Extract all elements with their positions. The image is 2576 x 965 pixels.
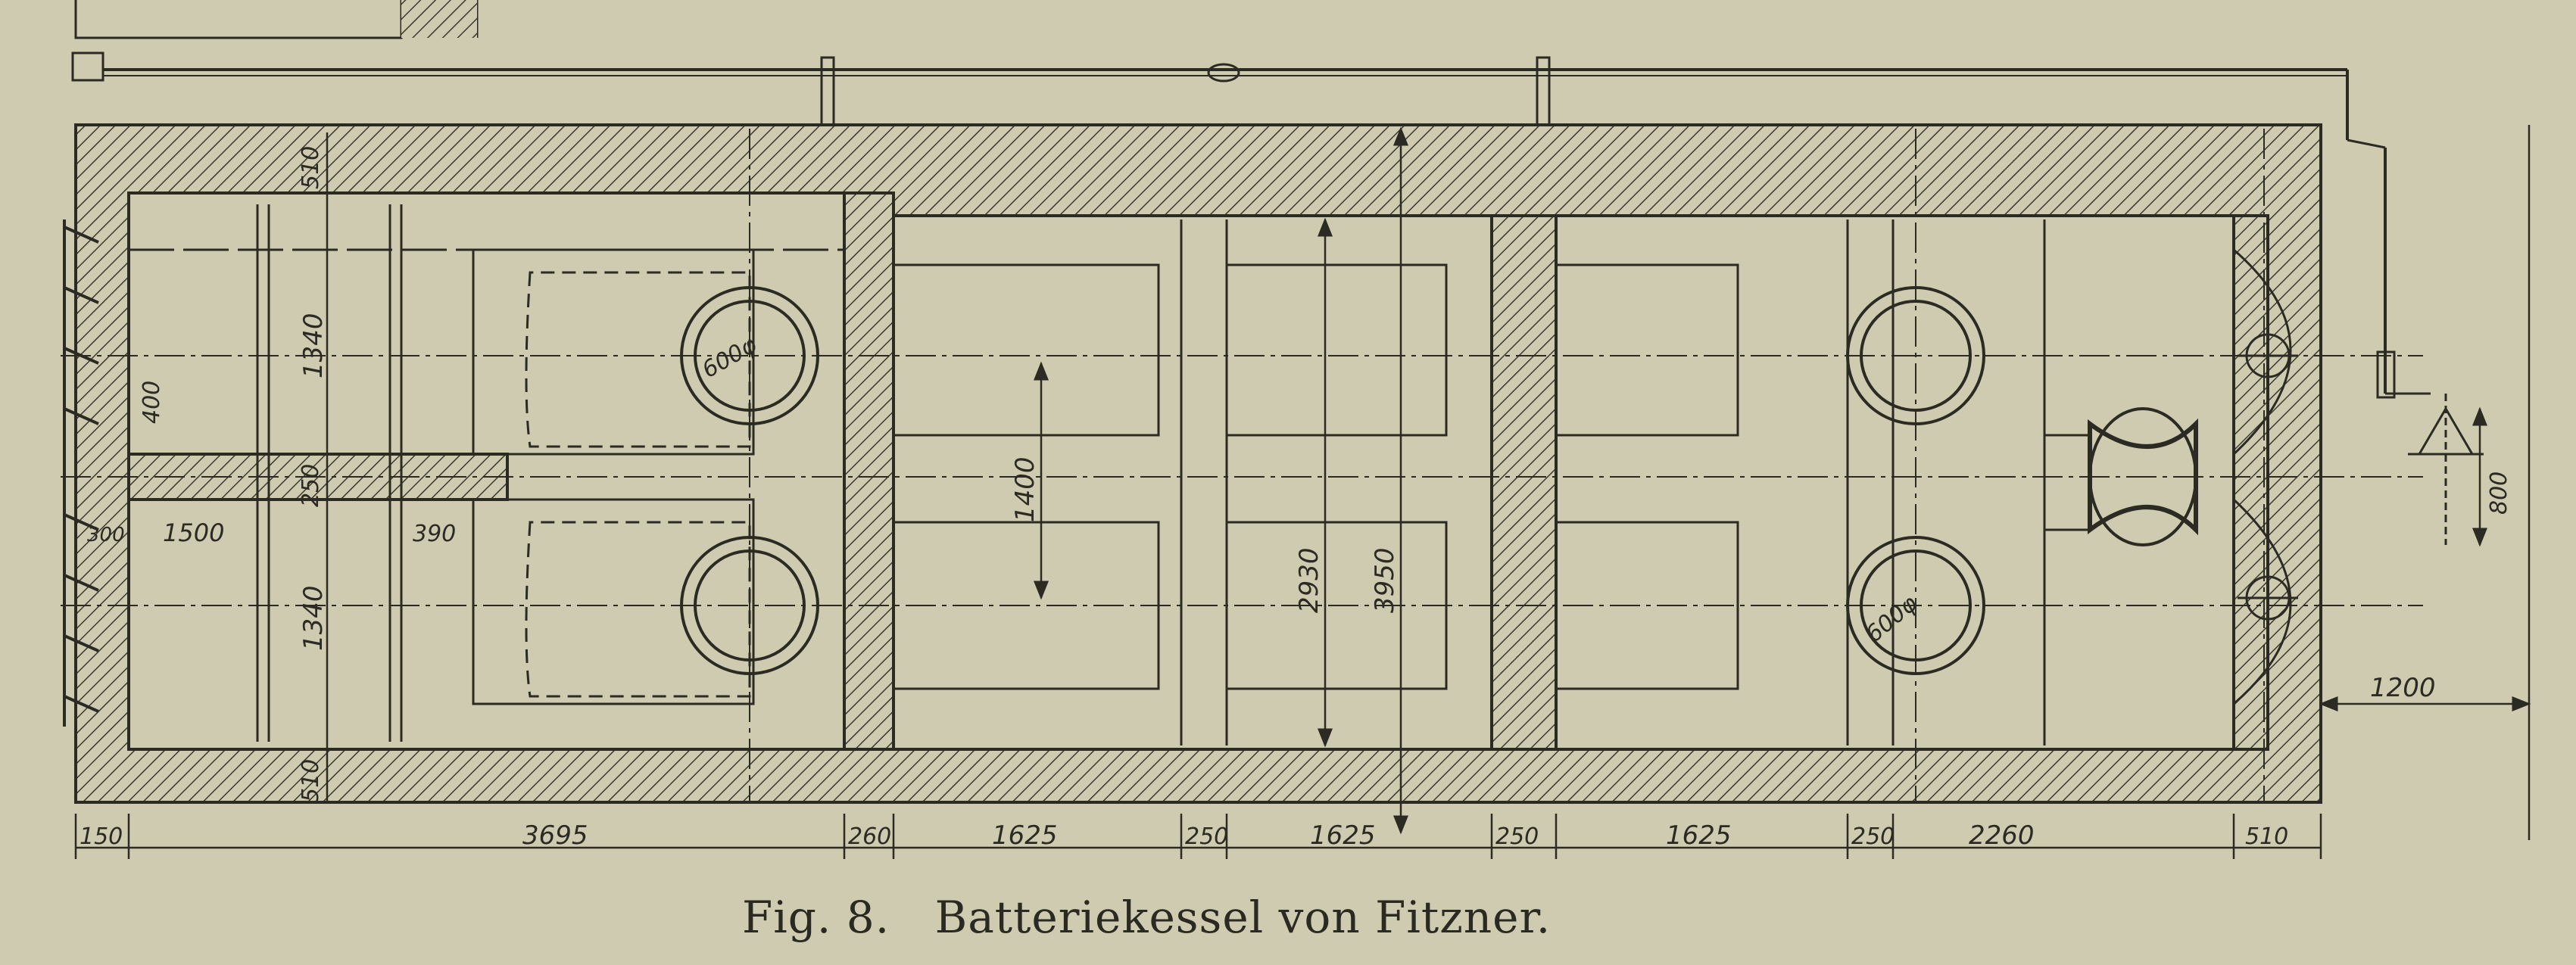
damper-fixture [2408, 394, 2484, 545]
dim-b8: 250 [1851, 823, 1895, 850]
centre-lines [61, 129, 2423, 802]
manholes [680, 286, 2198, 675]
dim-b0: 150 [80, 823, 123, 850]
dim-b6: 250 [1495, 823, 1539, 850]
dim-total-height: 3950 [1370, 547, 1400, 613]
manhole-lower-left [680, 536, 819, 675]
figure-number: Fig. 8. [742, 892, 890, 943]
dim-left-small: 300 [87, 524, 125, 546]
figure-title: Batteriekessel von Fitzner. [934, 892, 1552, 943]
boiler-plan-drawing: 150 3695 260 1625 250 1625 250 1625 250 … [61, 0, 2531, 859]
dim-bridge: 390 [413, 521, 456, 547]
dim-damper: 800 [2486, 472, 2512, 515]
dim-b4: 250 [1185, 823, 1228, 850]
manhole-lower-right [1846, 536, 1985, 675]
dim-wall-bottom: 510 [298, 759, 324, 802]
firing-doors [63, 219, 99, 727]
top-left-fragment [74, 0, 479, 39]
valve-crosses [2238, 325, 2298, 628]
dim-b10: 510 [2245, 823, 2288, 850]
dim-middle-wall: 250 [298, 464, 324, 507]
firebox-lines [129, 204, 2292, 746]
dim-inner-height: 2930 [1294, 547, 1324, 613]
top-rod [71, 51, 2431, 399]
figure-caption: Fig. 8. Batteriekessel von Fitzner. [742, 892, 1551, 943]
dim-wall-top: 510 [298, 146, 324, 189]
dim-flue-height: 1400 [1010, 456, 1040, 522]
dimension-lines [74, 125, 2531, 859]
manhole-upper-left [680, 286, 819, 425]
dim-b1: 3695 [522, 820, 588, 851]
dim-manhole-right: 600φ [1861, 590, 1923, 648]
dim-upper-depth: 1340 [298, 313, 329, 378]
dim-right-projection: 1200 [2370, 673, 2436, 703]
dim-b3: 1625 [992, 820, 1058, 851]
dimension-labels: 150 3695 260 1625 250 1625 250 1625 250 … [80, 146, 2512, 851]
dim-lower-depth: 1340 [298, 585, 329, 651]
manhole-upper-right [1846, 286, 1985, 425]
dim-b7: 1625 [1666, 820, 1732, 851]
dim-b9: 2260 [1969, 820, 2035, 851]
collector-dome [2088, 418, 2198, 536]
dim-grate-length: 1500 [163, 518, 224, 547]
dim-manhole-left: 600φ [698, 332, 762, 384]
dim-grate-gap: 400 [139, 381, 165, 424]
dim-b5: 1625 [1310, 820, 1376, 851]
dim-b2: 260 [848, 823, 891, 850]
